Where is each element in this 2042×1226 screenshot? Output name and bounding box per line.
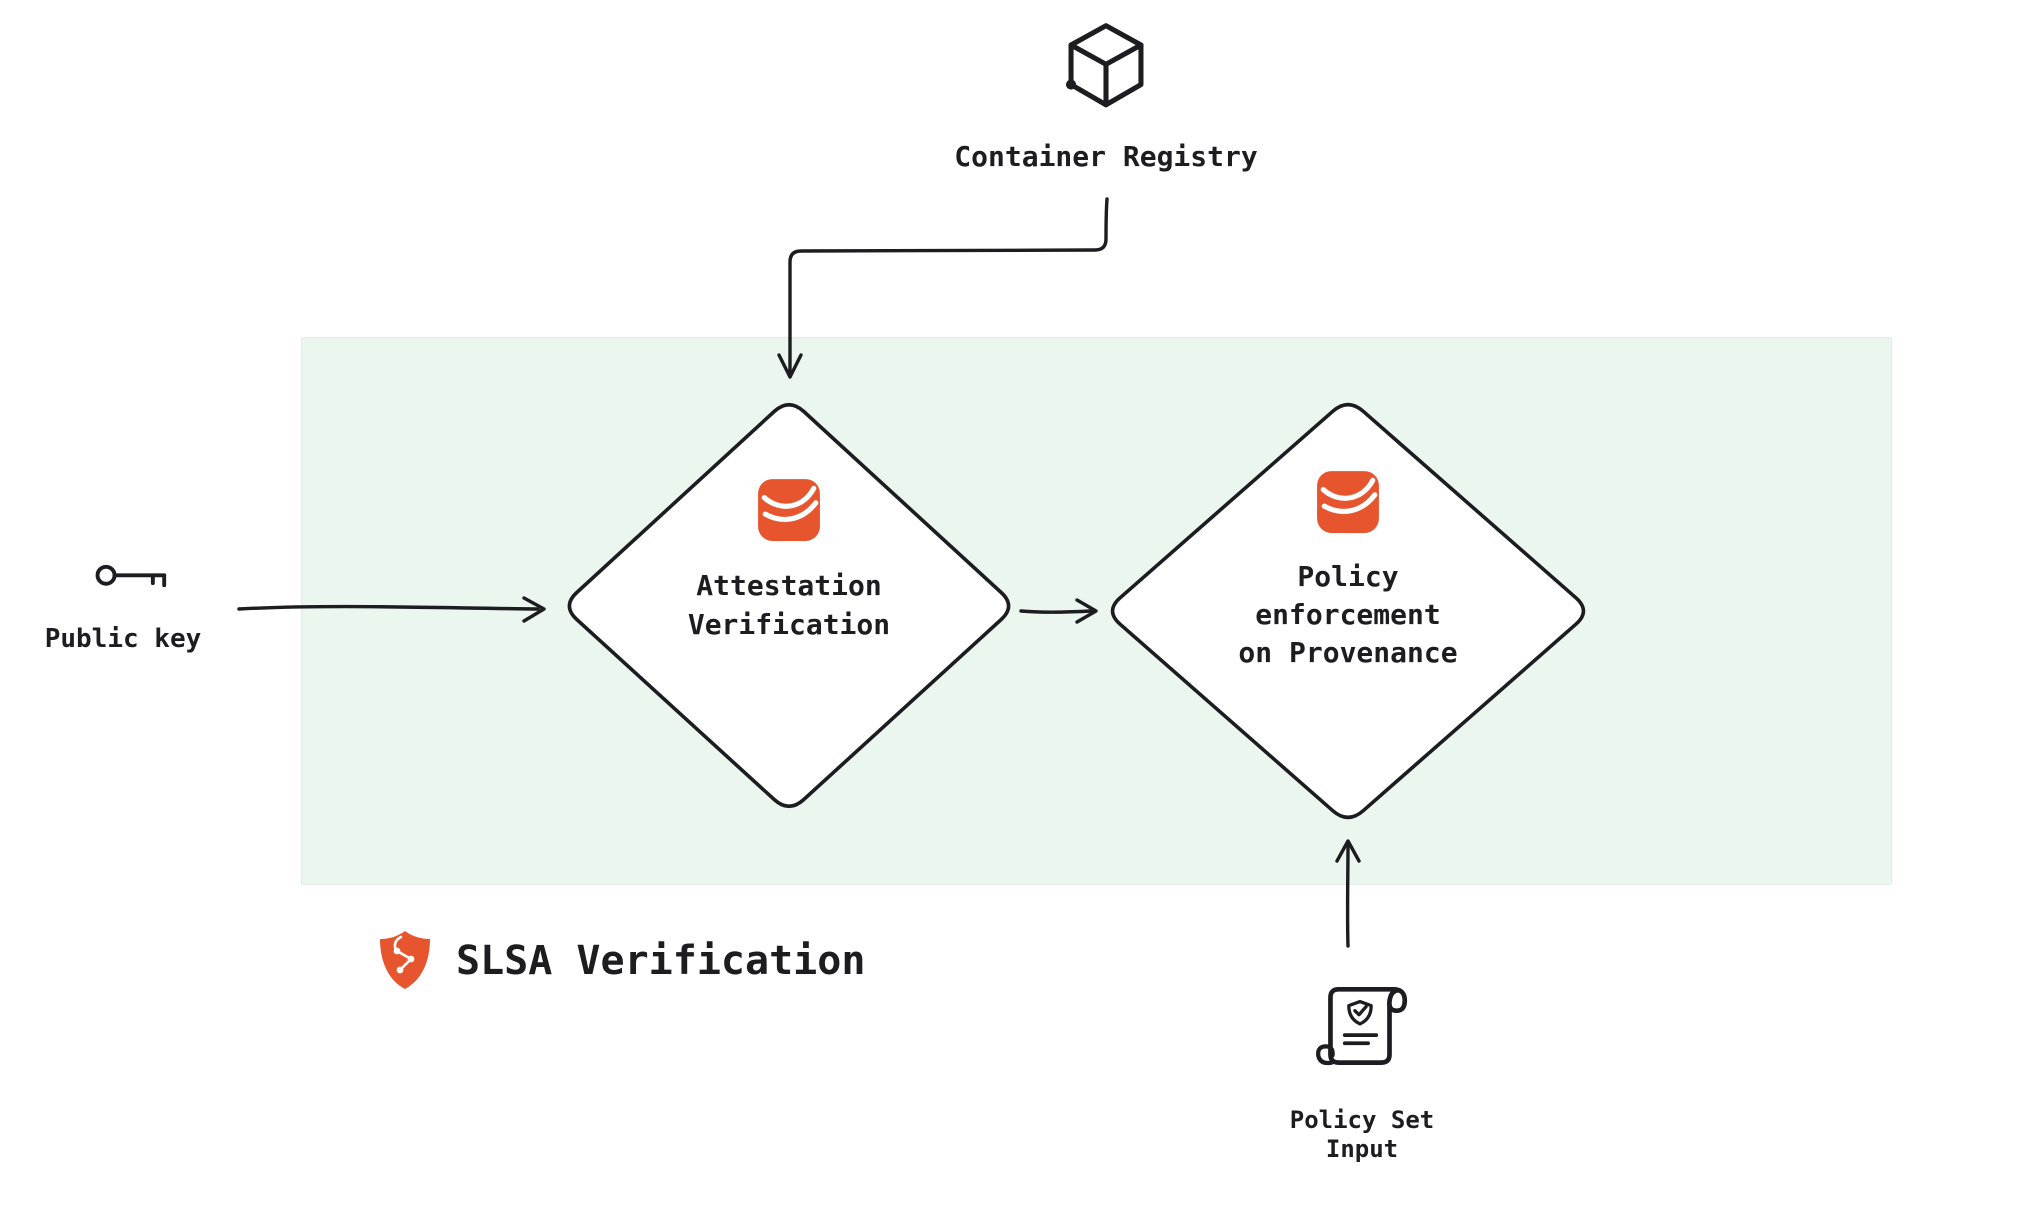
intoto-logo-icon (758, 479, 820, 541)
policy-set-input-label: Policy Set Input (1289, 1106, 1435, 1163)
scroll-icon (1316, 986, 1408, 1066)
attestation-verification-label: Attestation Verification (687, 569, 891, 641)
container-registry-label: Container Registry (954, 140, 1258, 173)
scroll-bottom-curl-icon (1316, 1044, 1335, 1066)
slsa-shield-icon (380, 931, 430, 989)
edge-registry-to-attestation (788, 197, 1109, 374)
cube-icon (1065, 23, 1144, 108)
intoto-logo-icon (1317, 471, 1379, 533)
scroll-top-curl-icon (1387, 986, 1408, 1014)
arrowhead-down-icon (777, 353, 803, 379)
public-key-label: Public key (44, 624, 202, 654)
arrowhead-up-icon (1335, 839, 1361, 863)
edge-attestation-to-policy (1019, 609, 1093, 614)
cube-dot-icon (1065, 79, 1077, 90)
shield-check-icon (1347, 999, 1373, 1026)
policy-enforcement-diamond (1110, 402, 1586, 820)
key-icon (95, 564, 167, 588)
edge-publickey-to-attestation (237, 604, 540, 611)
attestation-verification-diamond (567, 402, 1011, 809)
slsa-verification-label: SLSA Verification (456, 938, 866, 984)
policy-enforcement-label: Policy enforcement on Provenance (1238, 560, 1458, 669)
arrowhead-right-icon (1075, 598, 1098, 624)
arrowhead-right-icon (522, 596, 546, 623)
